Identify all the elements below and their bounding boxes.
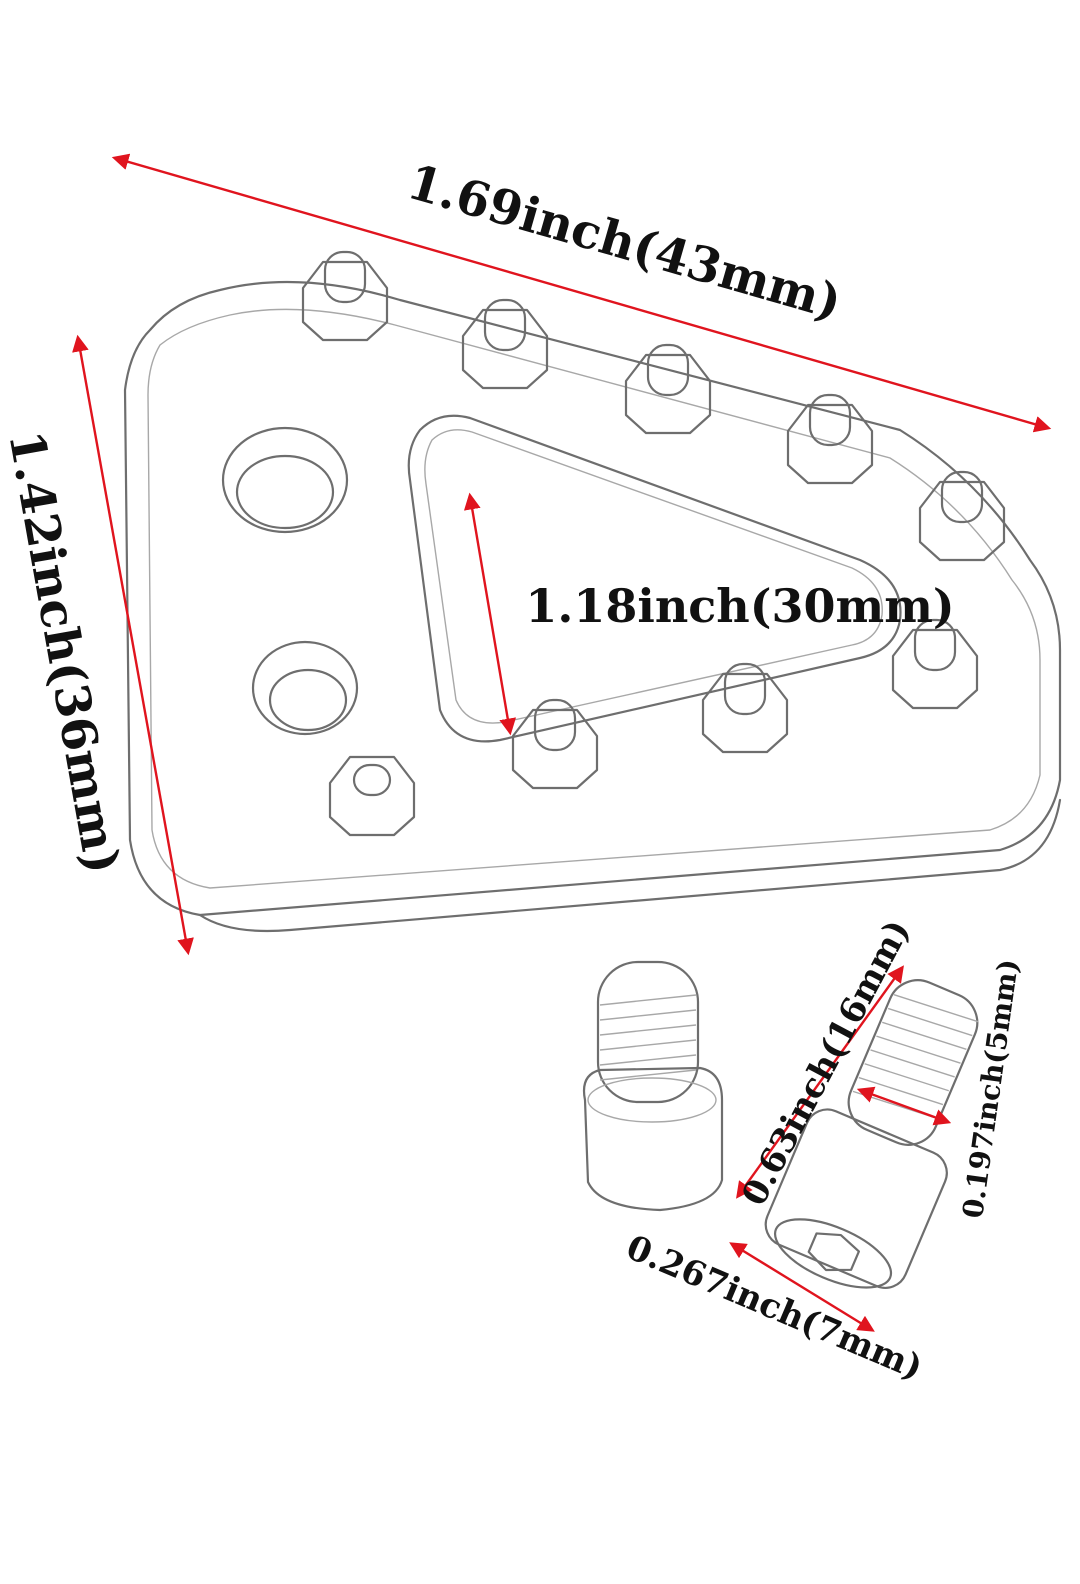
- label-inner-opening: 1.18inch(30mm): [525, 579, 954, 633]
- arrow-plate-width: [111, 153, 1052, 433]
- label-bolt-diameter: 0.197inch(5mm): [956, 957, 1025, 1220]
- arrow-inner-opening: [463, 492, 517, 736]
- arrow-bolt-diameter: [856, 1086, 952, 1126]
- arrow-bolt-head: [729, 1242, 875, 1332]
- label-bolt-length: 0.63inch(16mm): [734, 913, 918, 1212]
- hex-socket-bolt-icon: [582, 960, 724, 1212]
- label-bolt-head: 0.267inch(7mm): [620, 1227, 928, 1388]
- arrow-plate-height: [72, 334, 194, 956]
- label-plate-height: 1.42inch(36mm): [0, 427, 130, 878]
- arrow-bolt-length: [736, 965, 904, 1199]
- dimension-arrows: [72, 153, 1052, 1332]
